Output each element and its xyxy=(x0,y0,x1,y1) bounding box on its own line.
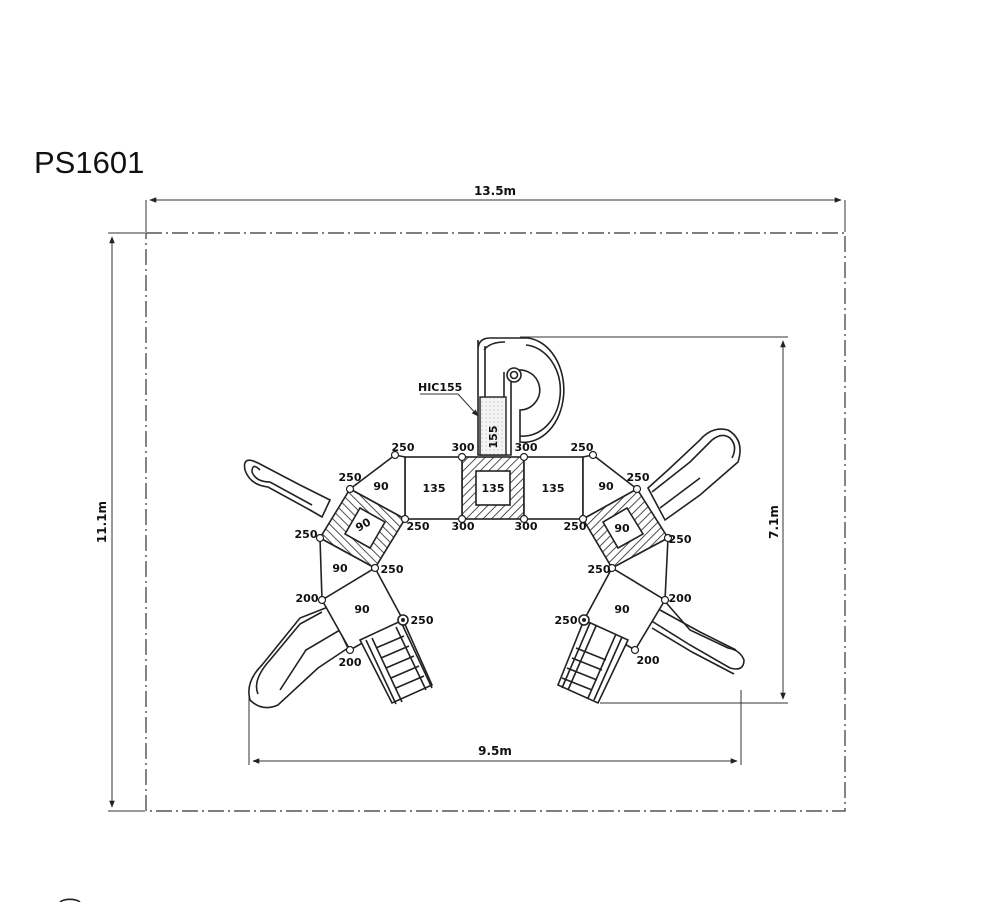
hic-callout: HIC155 xyxy=(418,381,479,417)
post-label: 250 xyxy=(411,614,434,627)
right-bridge: 135 xyxy=(523,456,591,520)
post-label: 300 xyxy=(452,520,475,533)
post-label: 200 xyxy=(637,654,660,667)
spiral-tube-slide: 155 xyxy=(477,337,565,456)
left-top-triangle-label: 90 xyxy=(373,480,389,493)
right-bridge-label: 135 xyxy=(542,482,565,495)
drawing-title: PS1601 xyxy=(34,145,144,180)
left-bridge-label: 135 xyxy=(423,482,446,495)
left-lower-deck-label: 90 xyxy=(354,603,370,616)
left-bridge: 135 xyxy=(396,456,463,520)
equipment-depth-label: 7.1m xyxy=(767,505,781,539)
right-hex-deck-label: 90 xyxy=(614,522,630,535)
post-label: 200 xyxy=(296,592,319,605)
safety-zone-boundary xyxy=(145,232,846,812)
post-label: 250 xyxy=(627,471,650,484)
play-structure: 155 HIC155 xyxy=(243,337,745,709)
post-label: 250 xyxy=(564,520,587,533)
equipment-width-label: 9.5m xyxy=(478,744,512,758)
left-ladder xyxy=(358,614,434,705)
right-lower-deck-label: 90 xyxy=(614,603,630,616)
equipment-width-dimension: 9.5m xyxy=(248,690,742,765)
post-markers xyxy=(315,450,673,655)
post-label: 250 xyxy=(571,441,594,454)
right-lower-slide xyxy=(648,596,745,675)
left-upper-slide xyxy=(243,459,332,519)
left-mid-triangle-label: 90 xyxy=(332,562,348,575)
central-deck-label: 135 xyxy=(482,482,505,495)
post-label: 250 xyxy=(588,563,611,576)
post-label: 250 xyxy=(339,471,362,484)
post-label: 300 xyxy=(515,520,538,533)
partial-logo-mark xyxy=(59,898,81,902)
post-label: 300 xyxy=(452,441,475,454)
overall-depth-dimension: 11.1m xyxy=(95,232,145,812)
post-label: 250 xyxy=(381,563,404,576)
post-label: 250 xyxy=(295,528,318,541)
post-label: 200 xyxy=(669,592,692,605)
overall-depth-label: 11.1m xyxy=(95,501,109,543)
post-label: 200 xyxy=(339,656,362,669)
left-hex-deck: 90 xyxy=(318,487,407,570)
post-label: 250 xyxy=(555,614,578,627)
right-top-triangle-label: 90 xyxy=(598,480,614,493)
equipment-depth-dimension: 7.1m xyxy=(520,336,788,704)
hic-callout-label: HIC155 xyxy=(418,381,462,394)
overall-width-label: 13.5m xyxy=(474,184,516,198)
post-label: 250 xyxy=(407,520,430,533)
central-deck: 135 xyxy=(461,456,525,520)
post-label: 250 xyxy=(392,441,415,454)
right-ladder xyxy=(556,614,630,705)
left-lower-slide xyxy=(248,605,350,709)
post-label: 300 xyxy=(515,441,538,454)
post-size-labels: 250 300 300 250 300 300 250 250 250 250 … xyxy=(295,441,692,669)
post-label: 250 xyxy=(669,533,692,546)
right-upper-slide xyxy=(647,428,741,522)
tube-slide-label: 155 xyxy=(487,426,500,449)
overall-width-dimension: 13.5m xyxy=(145,184,846,232)
